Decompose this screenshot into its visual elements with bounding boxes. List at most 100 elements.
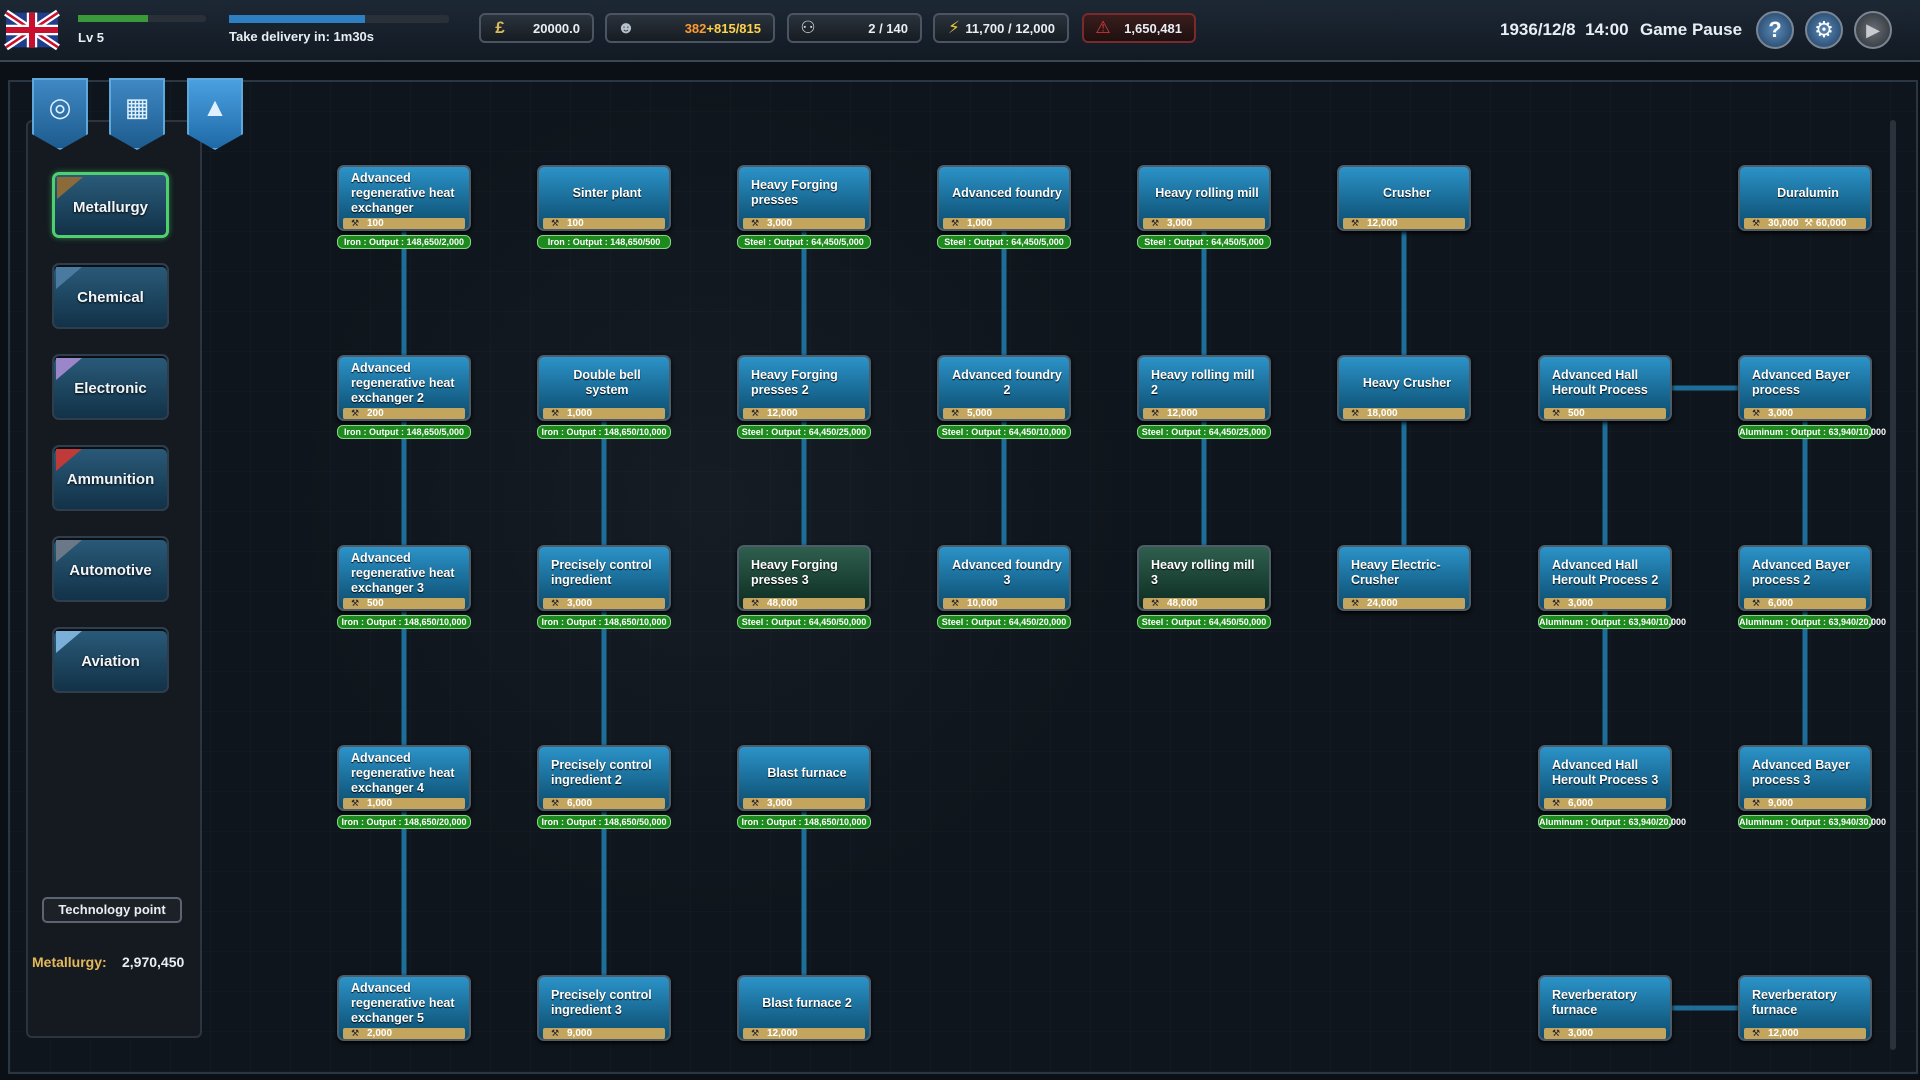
tab-targets[interactable]: ◎ bbox=[32, 78, 88, 150]
money-resource[interactable]: £ 20000.0 bbox=[479, 13, 594, 43]
tech-node-card[interactable]: Advanced regenerative heat exchanger 5⚒2… bbox=[337, 975, 471, 1041]
tech-node-name: Double bell system bbox=[573, 368, 641, 397]
category-chemical-button[interactable]: Chemical bbox=[52, 263, 169, 329]
tech-node[interactable]: Advanced regenerative heat exchanger⚒100… bbox=[337, 165, 471, 249]
tech-node[interactable]: Advanced regenerative heat exchanger 5⚒2… bbox=[337, 975, 471, 1043]
tech-node-card[interactable]: Advanced regenerative heat exchanger 3⚒5… bbox=[337, 545, 471, 611]
tech-node[interactable]: Reverberatory furnace⚒3,000 bbox=[1538, 975, 1672, 1043]
tech-node-card[interactable]: Sinter plant⚒100 bbox=[537, 165, 671, 231]
tech-node[interactable]: Heavy Crusher⚒18,000 bbox=[1337, 355, 1471, 423]
tech-node-name: Advanced foundry 3 bbox=[952, 558, 1062, 587]
tech-node[interactable]: Heavy Electric-Crusher⚒24,000 bbox=[1337, 545, 1471, 613]
wrench-icon: ⚒ bbox=[1351, 598, 1360, 608]
tech-node-card[interactable]: Heavy Crusher⚒18,000 bbox=[1337, 355, 1471, 421]
tech-node-card[interactable]: Advanced Bayer process 3⚒9,000 bbox=[1738, 745, 1872, 811]
tech-node[interactable]: Advanced Hall Heroult Process⚒500 bbox=[1538, 355, 1672, 423]
population-added: +815 bbox=[706, 21, 736, 36]
tech-node[interactable]: Duralumin⚒30,000 ⚒ 60,000 bbox=[1738, 165, 1872, 233]
alert-resource[interactable]: ⚠ 1,650,481 bbox=[1082, 13, 1196, 43]
tech-node-card[interactable]: Duralumin⚒30,000 ⚒ 60,000 bbox=[1738, 165, 1872, 231]
category-ammunition-button[interactable]: Ammunition bbox=[52, 445, 169, 511]
settings-button[interactable]: ⚙ bbox=[1805, 11, 1843, 49]
tech-node-card[interactable]: Heavy rolling mill⚒3,000 bbox=[1137, 165, 1271, 231]
tab-tech-tree[interactable]: ▲ bbox=[187, 78, 243, 150]
pound-icon: £ bbox=[495, 18, 505, 37]
tech-node[interactable]: Reverberatory furnace⚒12,000 bbox=[1738, 975, 1872, 1043]
tech-node-card[interactable]: Blast furnace⚒3,000 bbox=[737, 745, 871, 811]
tech-node-card[interactable]: Advanced Hall Heroult Process 2⚒3,000 bbox=[1538, 545, 1672, 611]
tech-node[interactable]: Advanced regenerative heat exchanger 4⚒1… bbox=[337, 745, 471, 829]
tech-node-card[interactable]: Precisely control ingredient⚒3,000 bbox=[537, 545, 671, 611]
tech-node-card[interactable]: Advanced regenerative heat exchanger 4⚒1… bbox=[337, 745, 471, 811]
money-value: 20000.0 bbox=[533, 21, 580, 36]
category-metallurgy-button[interactable]: Metallurgy bbox=[52, 172, 169, 238]
tech-node-card[interactable]: Heavy Electric-Crusher⚒24,000 bbox=[1337, 545, 1471, 611]
tech-node-card[interactable]: Reverberatory furnace⚒12,000 bbox=[1738, 975, 1872, 1041]
worker-resource[interactable]: ⚇ 2 / 140 bbox=[787, 13, 922, 43]
tech-node-card[interactable]: Heavy Forging presses⚒3,000 bbox=[737, 165, 871, 231]
tech-node-cost-value: 48,000 bbox=[1167, 598, 1198, 609]
tech-node-card[interactable]: Advanced Bayer process 2⚒6,000 bbox=[1738, 545, 1872, 611]
tech-node-name: Heavy Forging presses bbox=[751, 178, 838, 207]
tech-node-cost: ⚒10,000 bbox=[943, 598, 1065, 609]
tech-node-card[interactable]: Double bell system⚒1,000 bbox=[537, 355, 671, 421]
tech-tree-icon: ▲ bbox=[202, 92, 228, 122]
tech-node-card[interactable]: Heavy Forging presses 3⚒48,000 bbox=[737, 545, 871, 611]
tech-node-card[interactable]: Advanced foundry 3 ⚒10,000 bbox=[937, 545, 1071, 611]
category-label: Chemical bbox=[77, 289, 144, 306]
tech-tree[interactable]: Advanced regenerative heat exchanger⚒100… bbox=[205, 90, 1905, 1050]
population-resource[interactable]: ☻ 382+815/815 bbox=[605, 13, 775, 43]
tech-node-card[interactable]: Advanced regenerative heat exchanger 2⚒2… bbox=[337, 355, 471, 421]
tech-node-card[interactable]: Advanced foundry 2⚒5,000 bbox=[937, 355, 1071, 421]
category-electronic-button[interactable]: Electronic bbox=[52, 354, 169, 420]
tech-node-cost: ⚒30,000 ⚒ 60,000 bbox=[1744, 218, 1866, 229]
help-button[interactable]: ? bbox=[1756, 11, 1794, 49]
category-automotive-button[interactable]: Automotive bbox=[52, 536, 169, 602]
tech-node-card[interactable]: Blast furnace 2⚒12,000 bbox=[737, 975, 871, 1041]
category-aviation-button[interactable]: Aviation bbox=[52, 627, 169, 693]
tech-node-card[interactable]: Heavy rolling mill 2⚒12,000 bbox=[1137, 355, 1271, 421]
tech-node-card[interactable]: Heavy Forging presses 2⚒12,000 bbox=[737, 355, 871, 421]
tech-node[interactable]: Advanced regenerative heat exchanger 3⚒5… bbox=[337, 545, 471, 629]
uk-flag-icon[interactable] bbox=[4, 6, 60, 54]
play-button[interactable]: ▶ bbox=[1854, 11, 1892, 49]
tech-node-cost-value: 500 bbox=[367, 598, 384, 609]
tech-node-card[interactable]: Crusher⚒12,000 bbox=[1337, 165, 1471, 231]
tech-node-card[interactable]: Precisely control ingredient 2⚒6,000 bbox=[537, 745, 671, 811]
power-resource[interactable]: ⚡ 11,700 / 12,000 bbox=[933, 13, 1069, 43]
tab-factory[interactable]: ▦ bbox=[109, 78, 165, 150]
tech-node[interactable]: Advanced regenerative heat exchanger 2⚒2… bbox=[337, 355, 471, 439]
tech-node-card[interactable]: Advanced Bayer process⚒3,000 bbox=[1738, 355, 1872, 421]
tech-node-card[interactable]: Reverberatory furnace⚒3,000 bbox=[1538, 975, 1672, 1041]
tech-node-card[interactable]: Advanced Hall Heroult Process⚒500 bbox=[1538, 355, 1672, 421]
tech-node-card[interactable]: Precisely control ingredient 3⚒9,000 bbox=[537, 975, 671, 1041]
tech-node-card[interactable]: Advanced Hall Heroult Process 3⚒6,000 bbox=[1538, 745, 1672, 811]
tech-node-card[interactable]: Advanced foundry⚒1,000 bbox=[937, 165, 1071, 231]
tech-node[interactable]: Precisely control ingredient 3⚒9,000 bbox=[537, 975, 671, 1043]
tech-node[interactable]: Crusher⚒12,000 bbox=[1337, 165, 1471, 233]
tech-node[interactable]: Blast furnace 2⚒12,000 bbox=[737, 975, 871, 1043]
tech-node-card[interactable]: Heavy rolling mill 3⚒48,000 bbox=[1137, 545, 1271, 611]
tech-node-card[interactable]: Advanced regenerative heat exchanger⚒100 bbox=[337, 165, 471, 231]
tree-scrollbar[interactable] bbox=[1890, 120, 1896, 1050]
tech-node-cost: ⚒6,000 bbox=[543, 798, 665, 809]
